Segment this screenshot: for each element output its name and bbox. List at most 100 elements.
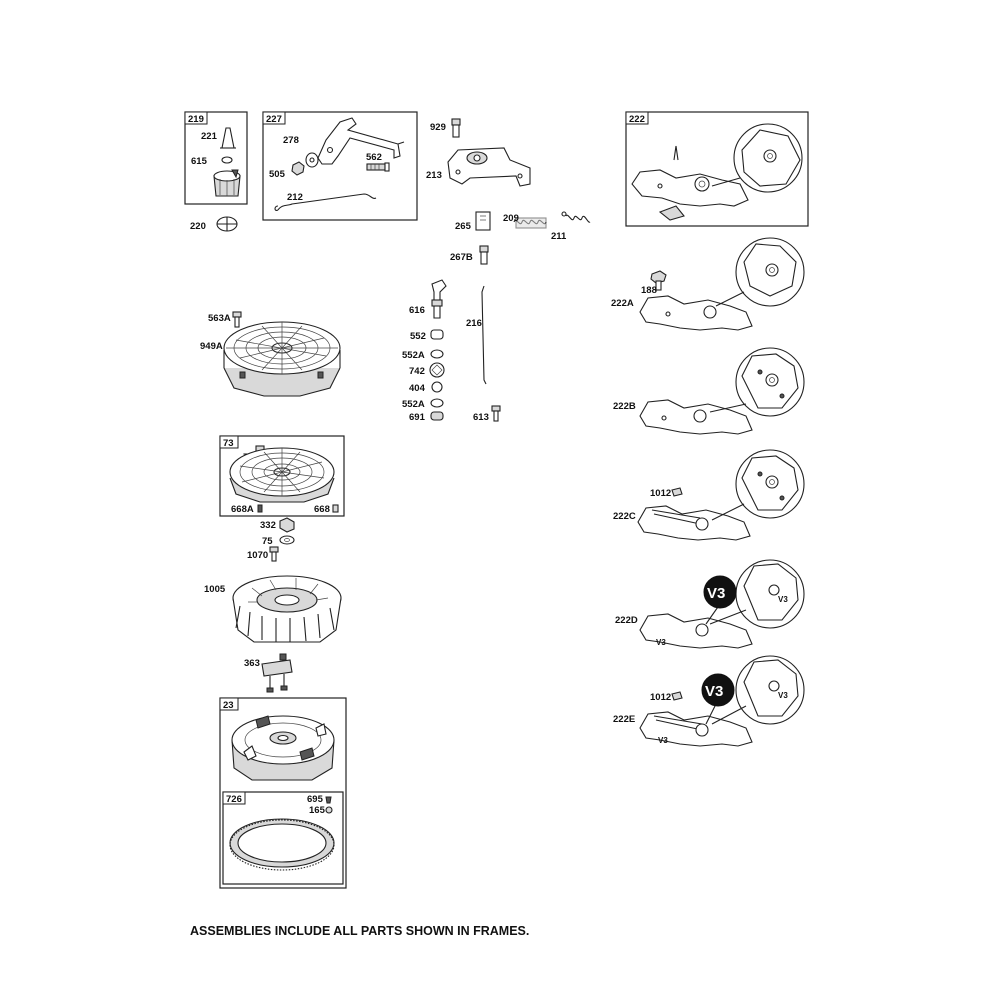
- part-73-screen: [229, 447, 335, 503]
- frame-726-assembly: 726 695 165: [222, 791, 344, 885]
- label-209: 209: [503, 213, 519, 224]
- part-1012-spring-e: [671, 691, 683, 701]
- part-222-governor-control: [631, 145, 749, 221]
- label-563A: 563A: [208, 313, 231, 324]
- label-691: 691: [409, 412, 426, 423]
- assembly-222C: 1012: [637, 449, 805, 541]
- part-165-ball: [325, 806, 333, 814]
- part-742-washer: [429, 362, 445, 378]
- label-267B: 267B: [450, 252, 473, 263]
- part-616-shaft: [431, 279, 447, 319]
- part-188-screw: [650, 270, 667, 291]
- label-695: 695: [307, 794, 324, 805]
- part-668A-stud: [257, 504, 263, 513]
- label-188: 188: [641, 285, 657, 296]
- label-216: 216: [466, 318, 482, 329]
- part-267B-screw: [479, 245, 489, 265]
- label-222A: 222A: [611, 298, 634, 309]
- frame-73-assembly: 73 668A 668: [219, 435, 345, 517]
- v3-mark-222D-part: V3: [656, 638, 666, 647]
- v3-badge-222D-text: V3: [707, 585, 725, 602]
- part-726-ring-gear: [229, 818, 335, 871]
- assembly-222A: 188: [639, 237, 805, 331]
- part-220-disc: [216, 216, 238, 232]
- frame-222-assembly: 222: [625, 111, 809, 227]
- part-929-screw: [451, 118, 461, 138]
- label-742: 742: [409, 366, 425, 377]
- label-505: 505: [269, 169, 286, 180]
- part-552A-washer-top: [430, 349, 444, 359]
- part-213-control-bracket: [447, 147, 531, 187]
- part-219-knob: [213, 169, 241, 197]
- label-552A-bottom: 552A: [402, 399, 425, 410]
- label-949A: 949A: [200, 341, 223, 352]
- frame-73-tag: 73: [223, 438, 234, 449]
- frame-23-tag: 23: [223, 700, 234, 711]
- label-668A: 668A: [231, 504, 254, 515]
- frame-23-assembly: 23 726 695 165: [219, 697, 347, 889]
- label-363: 363: [244, 658, 260, 669]
- part-552A-washer-bottom: [430, 398, 444, 408]
- part-332-nut: [279, 517, 295, 533]
- assembly-222D: V3 V3 V3: [639, 559, 805, 649]
- part-23-flywheel: [231, 715, 335, 781]
- part-227-bracket: [317, 117, 405, 165]
- frame-219-tag: 219: [188, 114, 204, 125]
- part-691-bushing: [430, 411, 444, 421]
- part-209-spring: [513, 217, 547, 229]
- part-505-nut: [291, 161, 305, 176]
- frame-227-assembly: 227 278 505 562 212: [262, 111, 418, 221]
- v3-badge-222D: [703, 575, 737, 609]
- label-211: 211: [551, 231, 567, 242]
- v3-mark-222D-detail: V3: [778, 595, 788, 604]
- part-668-stud: [332, 504, 339, 513]
- frame-222-tag: 222: [629, 114, 645, 125]
- label-212: 212: [287, 192, 303, 203]
- label-265: 265: [455, 221, 472, 232]
- part-1070-screw: [269, 546, 279, 562]
- label-332: 332: [260, 520, 276, 531]
- label-222D: 222D: [615, 615, 638, 626]
- label-1070: 1070: [247, 550, 268, 561]
- v3-mark-222E-detail: V3: [778, 691, 788, 700]
- label-613: 613: [473, 412, 489, 423]
- v3-badge-222E-text: V3: [705, 683, 723, 700]
- assembly-222B: [639, 347, 805, 435]
- label-1012-e: 1012: [650, 692, 671, 703]
- label-668: 668: [314, 504, 330, 515]
- detail-circle-222: [711, 123, 803, 193]
- label-562: 562: [366, 152, 382, 163]
- part-265-clip: [475, 211, 491, 231]
- frame-219-assembly: 219 221 615: [184, 111, 248, 205]
- part-552-bushing: [430, 329, 444, 340]
- label-220: 220: [190, 221, 206, 232]
- frame-726-tag: 726: [226, 794, 242, 805]
- v3-badge-222E: [701, 673, 735, 707]
- part-216-rod: [481, 285, 487, 385]
- label-404: 404: [409, 383, 426, 394]
- footer-note: ASSEMBLIES INCLUDE ALL PARTS SHOWN IN FR…: [190, 924, 530, 938]
- label-165: 165: [309, 805, 326, 816]
- part-949A-rotating-screen: [223, 321, 341, 397]
- part-1005-fan: [232, 575, 342, 643]
- part-75-washer: [279, 535, 295, 545]
- assembly-222E: V3 1012 V3 V3: [639, 655, 805, 747]
- part-615-washer: [221, 156, 233, 164]
- label-75: 75: [262, 536, 273, 547]
- part-211-spring: [561, 211, 591, 223]
- label-552: 552: [410, 331, 426, 342]
- label-552A-top: 552A: [402, 350, 425, 361]
- part-404-ring: [431, 381, 443, 393]
- part-212-link: [277, 193, 377, 211]
- label-929: 929: [430, 122, 446, 133]
- label-213: 213: [426, 170, 442, 181]
- part-1012-spring-c: [671, 487, 683, 497]
- part-695-pin: [325, 796, 332, 804]
- label-222E: 222E: [613, 714, 635, 725]
- label-1012-c: 1012: [650, 488, 671, 499]
- label-615: 615: [191, 156, 208, 167]
- v3-mark-222E-part: V3: [658, 736, 668, 745]
- part-562-screw: [366, 162, 390, 172]
- frame-227-tag: 227: [266, 114, 282, 125]
